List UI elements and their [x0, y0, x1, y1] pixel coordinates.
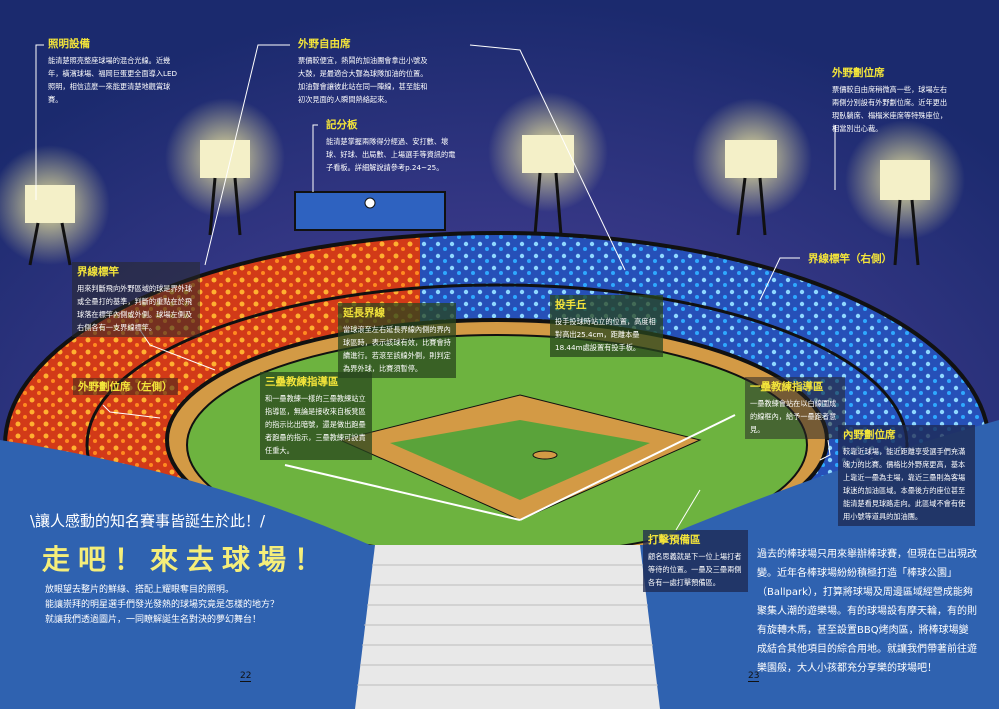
- callout-title: 打擊預備區: [648, 534, 701, 546]
- callout-text: 較靠近球場，能近距離享受選手們充滿魄力的比賽。價格比外野席更高，基本上靠近一壘為…: [843, 447, 966, 521]
- callout-title: 外野劃位席: [832, 67, 885, 79]
- light-towers: [0, 92, 965, 266]
- callout-mound: 投手丘投手投球時站立的位置，高度相對高出25.4cm，距離本壘18.44m處設置…: [550, 295, 663, 357]
- callout-title: 三壘教練指導區: [265, 376, 339, 388]
- callout-title: 外野自由席: [298, 38, 351, 50]
- callout-scoreboard: 記分板能清楚掌握兩隊得分經過、安打數、壞球、好球、出局數、上場選手等資訊的電子看…: [326, 118, 461, 174]
- intro-text: 放眼望去整片的鮮綠、搭配上耀眼奪目的照明。 能讓崇拜的明星選手們發光發熱的球場究…: [45, 583, 279, 628]
- callout-lighting: 照明設備能清楚照亮整座球場的混合光線。近幾年，橫濱球場、福岡巨蛋更全面導入LED…: [48, 37, 183, 106]
- callout-text: 票價較自由席稍微高一些，球場左右兩側分別設有外野劃位席。近年更出現臥躺席、榻榻米…: [832, 85, 948, 133]
- callout-title: 投手丘: [555, 299, 587, 311]
- callout-text: 投手投球時站立的位置，高度相對高出25.4cm，距離本壘18.44m處設置有投手…: [555, 317, 656, 352]
- callout-foul-pole-right: 界線標竿（右側）: [808, 253, 892, 265]
- infield: [284, 394, 736, 521]
- callout-title: 照明設備: [48, 38, 90, 50]
- intro-line: 能讓崇拜的明星選手們發光發熱的球場究竟是怎樣的地方？: [45, 600, 280, 610]
- subtitle: \讓人感動的知名賽事皆誕生於此！/: [30, 512, 266, 530]
- callout-third-base-coach: 三壘教練指導區和一壘教練一樣的三壘教練站立指導區，無論是接收來自板凳區的指示比出…: [260, 372, 372, 460]
- callout-title: 內野劃位席: [843, 429, 896, 441]
- right-page-text: 過去的棒球場只用來舉辦棒球賽，但現在已出現改變。近年各棒球場紛紛積極打造「棒球公…: [757, 549, 977, 674]
- callout-text: 能清楚掌握兩隊得分經過、安打數、壞球、好球、出局數、上場選手等資訊的電子看板。詳…: [326, 137, 456, 172]
- callout-text: 票價較便宜，熱鬧的加油團會拿出小號及大鼓，是最適合大聲為球隊加油的位置。加油聲會…: [298, 56, 428, 104]
- callout-text: 和一壘教練一樣的三壘教練站立指導區，無論是接收來自板凳區的指示比出暗號，還是做出…: [265, 394, 366, 455]
- intro-line: 放眼望去整片的鮮綠、搭配上耀眼奪目的照明。: [45, 585, 235, 595]
- callout-infield-reserved: 內野劃位席較靠近球場，能近距離享受選手們充滿魄力的比賽。價格比外野席更高，基本上…: [838, 425, 975, 526]
- light-tower-icon: [692, 98, 812, 236]
- callout-text: 用來判斷飛向外野區域的球是界外球或全壘打的基準，判斷的重點在於飛球落在標竿內側或…: [77, 284, 193, 332]
- callout-on-deck: 打擊預備區顧名思義就是下一位上場打者等待的位置。一壘及三壘兩側各有一處打擊預備區…: [643, 530, 748, 592]
- callout-lines: [35, 44, 836, 531]
- callout-foul-pole: 界線標竿用來判斷飛向外野區域的球是界外球或全壘打的基準，判斷的重點在於飛球落在標…: [72, 262, 200, 337]
- intro-line: 就讓我們透過圖片，一同瞭解誕生名對決的夢幻舞台！: [45, 615, 262, 625]
- light-tower-icon: [488, 92, 608, 236]
- callout-text: 一壘教練會站在以白線圍成的線框內，給予一壘跑者意見。: [750, 399, 837, 434]
- callout-outfield-reserved: 外野劃位席票價較自由席稍微高一些，球場左右兩側分別設有外野劃位席。近年更出現臥躺…: [832, 66, 952, 135]
- callout-foul-line: 延長界線當球滾至左右延長界線內側的界內球區時，表示該球有效，比賽會持續進行。若滾…: [338, 303, 456, 378]
- page-number-left: 22: [240, 671, 252, 682]
- callout-first-base-coach: 一壘教練指導區一壘教練會站在以白線圍成的線框內，給予一壘跑者意見。: [745, 377, 845, 439]
- light-tower-icon: [845, 120, 965, 266]
- callout-text: 顧名思義就是下一位上場打者等待的位置。一壘及三壘兩側各有一處打擊預備區。: [648, 552, 742, 587]
- callout-title: 一壘教練指導區: [750, 381, 824, 393]
- callout-title: 界線標竿: [77, 266, 119, 278]
- callout-outfield-reserved-left: 外野劃位席（左側）: [73, 378, 178, 395]
- callout-text: 當球滾至左右延長界線內側的界內球區時，表示該球有效，比賽會持續進行。若滾至該線外…: [343, 325, 451, 373]
- light-tower-icon: [0, 145, 110, 266]
- light-tower-icon: [165, 98, 285, 236]
- callout-title: 記分板: [326, 119, 358, 131]
- callout-outfield-free: 外野自由席票價較便宜，熱鬧的加油團會拿出小號及大鼓，是最適合大聲為球隊加油的位置…: [298, 37, 433, 106]
- callout-title: 延長界線: [343, 307, 385, 319]
- center-aisle: [355, 545, 660, 709]
- scoreboard: [294, 191, 446, 231]
- callout-text: 能清楚照亮整座球場的混合光線。近幾年，橫濱球場、福岡巨蛋更全面導入LED照明，相…: [48, 56, 178, 104]
- page-number-right: 23: [748, 671, 760, 682]
- page-title: 走吧！來去球場！: [42, 543, 331, 576]
